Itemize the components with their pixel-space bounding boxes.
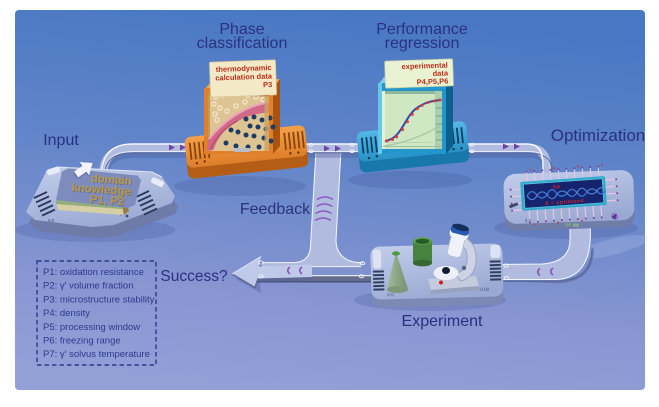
svg-text:domain: domain: [90, 173, 132, 188]
svg-text:Input: Input: [43, 132, 79, 149]
svg-text:knowledge: knowledge: [71, 182, 131, 198]
svg-text:Performance: Performance: [376, 21, 468, 38]
svg-text:Experiment: Experiment: [402, 313, 483, 330]
svg-text:Feedback: Feedback: [240, 201, 311, 218]
svg-text:Phase: Phase: [219, 21, 264, 38]
svg-text:P6: freezing range: P6: freezing range: [43, 336, 121, 347]
svg-text:classification: classification: [197, 35, 288, 52]
svg-text:0.0: 0.0: [48, 218, 55, 223]
svg-text:2.2: 2.2: [525, 218, 531, 223]
svg-text:thermodynamic: thermodynamic: [216, 63, 272, 74]
svg-text:data: data: [432, 68, 449, 78]
svg-text:0.00: 0.00: [480, 287, 489, 292]
svg-text:P4,P5,P6: P4,P5,P6: [416, 76, 448, 86]
svg-text:P1, P2: P1, P2: [89, 194, 124, 208]
svg-text:domain: domain: [91, 174, 133, 189]
svg-text:Success?: Success?: [160, 268, 228, 285]
svg-text:Δ = optimized: Δ = optimized: [545, 198, 584, 207]
svg-text:experimental: experimental: [401, 60, 448, 71]
svg-text:0 0: 0 0: [387, 292, 394, 297]
svg-text:P2: γ′ volume fraction: P2: γ′ volume fraction: [43, 281, 134, 292]
svg-text:P3: microstructure stability: P3: microstructure stability: [43, 294, 155, 305]
svg-text:P1, P2: P1, P2: [90, 195, 125, 209]
svg-text:knowledge: knowledge: [72, 183, 132, 199]
svg-text:GA: GA: [553, 184, 561, 191]
svg-text:Optimization: Optimization: [551, 126, 645, 145]
svg-text:P5: processing window: P5: processing window: [43, 322, 140, 333]
svg-text:P4: density: P4: density: [43, 308, 90, 319]
svg-text:P7: γ′ solvus temperature: P7: γ′ solvus temperature: [43, 349, 150, 360]
svg-text:regression: regression: [385, 35, 460, 52]
svg-text:calculation data: calculation data: [215, 71, 273, 82]
svg-text:P3: P3: [263, 80, 272, 89]
svg-text:P1: oxidation resistance: P1: oxidation resistance: [43, 267, 144, 278]
